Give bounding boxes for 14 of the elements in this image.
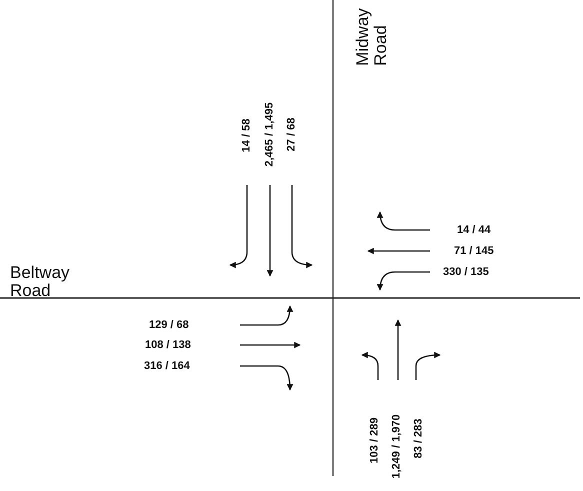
traffic-volume: 330 / 135 [443,266,489,278]
traffic-volume: 27 / 68 [286,117,298,151]
traffic-volume: 14 / 44 [457,224,491,236]
traffic-volume: 71 / 145 [454,246,494,256]
road-name: Beltway Road [10,264,70,300]
traffic-volume: 83 / 283 [413,418,424,458]
traffic-volume: 129 / 68 [149,320,189,330]
road-name: Midway Road [354,7,390,66]
traffic-volume: 316 / 164 [144,360,190,372]
traffic-volume: 14 / 58 [241,118,252,152]
traffic-volume: 103 / 289 [369,417,380,463]
traffic-volume: 2,465 / 1,495 [264,102,276,166]
traffic-volume: 1,249 / 1,970 [392,414,403,478]
traffic-volume: 108 / 138 [145,340,191,350]
